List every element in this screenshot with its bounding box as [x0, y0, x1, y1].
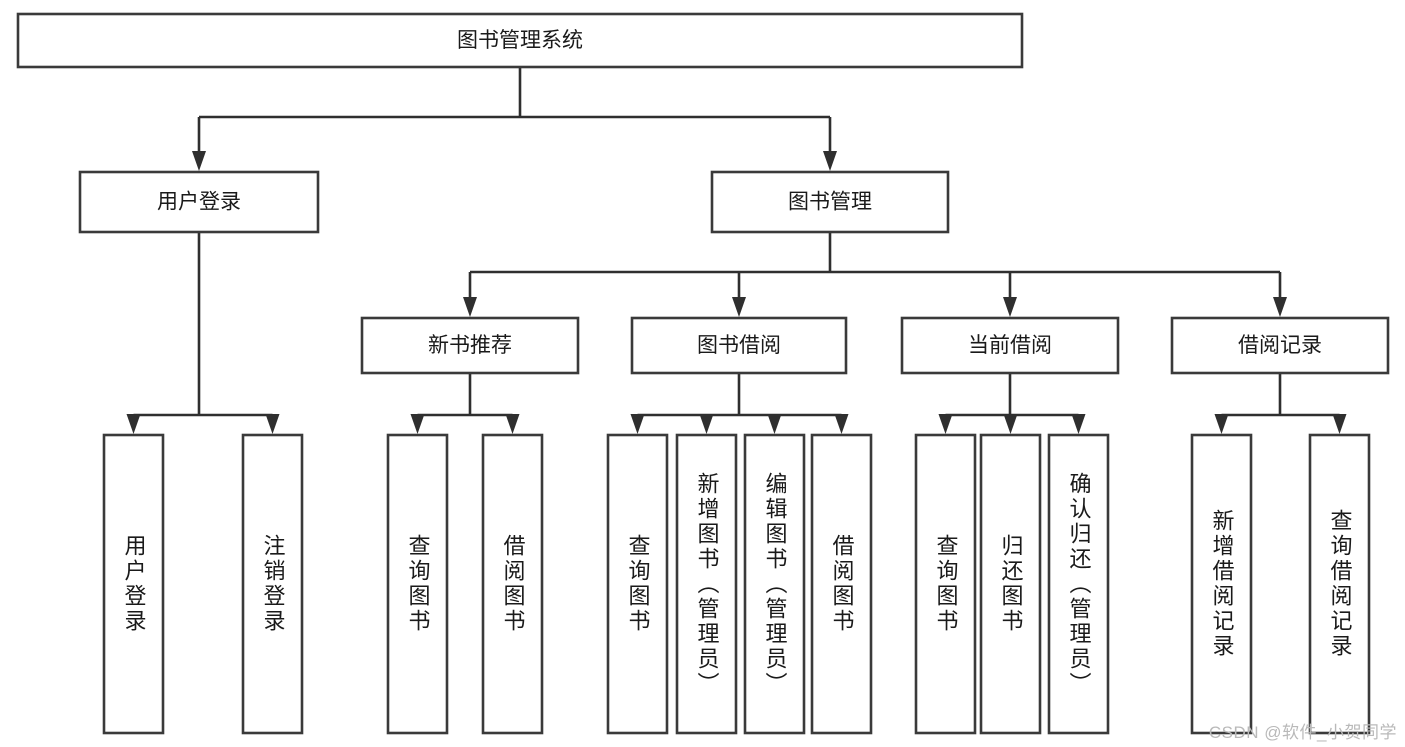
root-node-box[interactable] [16, 12, 1024, 69]
leaf-node-box-7[interactable] [810, 433, 873, 735]
leaf-node-box-5[interactable] [675, 433, 738, 735]
arrow-head-icon [1071, 414, 1086, 434]
level2-node-label-1: 图书管理 [788, 191, 872, 214]
arrow-head-icon [1332, 414, 1347, 434]
arrow-head-icon [834, 414, 849, 434]
leaf-node-box-3[interactable] [481, 433, 544, 735]
leaf-node-box-6[interactable] [743, 433, 806, 735]
level2-node-box-1[interactable] [710, 170, 950, 234]
level3-node-box-1[interactable] [630, 316, 848, 375]
arrow-head-icon [732, 297, 746, 317]
csdn-watermark: CSDN @软件_小贺同学 [1208, 723, 1397, 742]
arrow-head-icon [463, 297, 477, 317]
arrow-head-icon [1214, 414, 1229, 434]
arrow-head-icon [938, 414, 953, 434]
leaf-node-box-9[interactable] [979, 433, 1042, 735]
arrow-head-icon [126, 414, 141, 434]
leaf-node-box-8[interactable] [914, 433, 977, 735]
arrow-head-icon [192, 151, 206, 171]
arrow-head-icon [1273, 297, 1287, 317]
arrow-head-icon [767, 414, 782, 434]
leaf-node-box-2[interactable] [386, 433, 449, 735]
level3-node-box-0[interactable] [360, 316, 580, 375]
arrow-head-icon [1003, 414, 1018, 434]
leaf-node-box-11[interactable] [1190, 433, 1253, 735]
level3-node-label-1: 图书借阅 [697, 334, 781, 357]
root-node-label: 图书管理系统 [457, 29, 583, 52]
arrow-head-icon [823, 151, 837, 171]
leaf-node-box-12[interactable] [1308, 433, 1371, 735]
level3-node-label-0: 新书推荐 [428, 334, 512, 357]
arrow-head-icon [1003, 297, 1017, 317]
level3-node-label-2: 当前借阅 [968, 334, 1052, 357]
level3-node-box-2[interactable] [900, 316, 1120, 375]
connectors-layer [126, 67, 1347, 434]
arrow-head-icon [699, 414, 714, 434]
arrow-head-icon [265, 414, 280, 434]
arrow-head-icon [630, 414, 645, 434]
leaf-node-box-10[interactable] [1047, 433, 1110, 735]
level2-node-box-0[interactable] [78, 170, 320, 234]
boxes-layer [16, 12, 1390, 735]
level2-node-label-0: 用户登录 [157, 191, 241, 214]
level3-node-box-3[interactable] [1170, 316, 1390, 375]
level3-node-label-3: 借阅记录 [1238, 334, 1322, 357]
arrow-head-icon [410, 414, 425, 434]
leaf-node-box-1[interactable] [241, 433, 304, 735]
leaf-node-box-0[interactable] [102, 433, 165, 735]
arrow-head-icon [505, 414, 520, 434]
leaf-node-box-4[interactable] [606, 433, 669, 735]
